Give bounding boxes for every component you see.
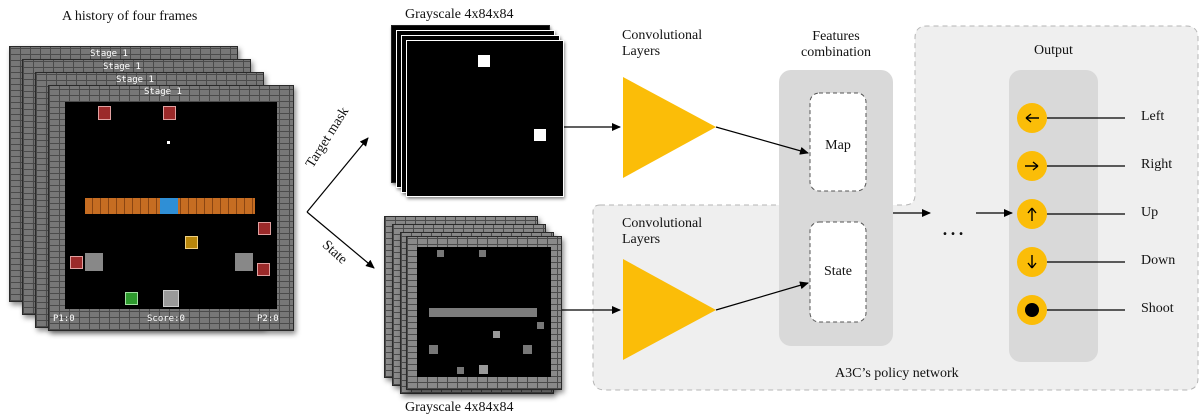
state-tile	[429, 345, 438, 354]
conv-lower-line2: Layers	[622, 232, 661, 247]
steel-block	[85, 253, 103, 271]
conv-upper-line2: Layers	[622, 44, 661, 59]
base-eagle	[163, 290, 179, 307]
frames-history-title: A history of four frames	[62, 9, 198, 24]
conv-upper-line1: Convolutional	[622, 28, 703, 43]
arrow-right-icon	[1025, 161, 1039, 171]
conv-upper-label: Convolutional Layers	[622, 28, 702, 60]
output-action-label: Up	[1141, 205, 1159, 220]
map-label: Map	[825, 138, 851, 153]
arrow-up-icon	[1027, 207, 1037, 221]
mask-title: Grayscale 4x84x84	[405, 7, 514, 22]
conv-lower-line1: Convolutional	[622, 216, 703, 231]
conv-to-state-arrow	[715, 281, 809, 311]
state-tile	[479, 250, 486, 257]
branch-upper-arrow	[306, 137, 369, 213]
output-action-label: Down	[1141, 253, 1176, 268]
score-p1: P1:0	[53, 314, 75, 324]
stage-label: Stage 1	[116, 75, 154, 85]
game-frame-1: Stage 1 P1:0 Score:0 P2:0	[48, 85, 294, 331]
target-mark	[534, 129, 546, 141]
dot-icon	[1025, 303, 1039, 317]
enemy-tank	[257, 263, 270, 276]
branch-lower-arrow	[306, 211, 375, 269]
state-tile	[537, 322, 544, 329]
conv-to-map-arrow	[715, 126, 809, 155]
output-action-label: Left	[1141, 109, 1165, 124]
mask-frame	[406, 40, 564, 197]
policy-network-label: A3C’s policy network	[835, 366, 959, 381]
steel-block	[235, 253, 253, 271]
state-label: State	[824, 264, 852, 279]
state-frame	[406, 236, 562, 390]
state-tile	[479, 365, 488, 374]
hidden-layers-ellipsis: …	[941, 215, 965, 241]
conv-lower-triangle	[623, 259, 716, 360]
game-arena	[65, 102, 277, 309]
score-p2: P2:0	[257, 314, 279, 324]
features-line2: combination	[801, 45, 871, 60]
target-mark	[478, 55, 490, 67]
player-tank	[125, 292, 138, 305]
state-frames-title: Grayscale 4x84x84	[405, 400, 514, 415]
state-tile	[437, 250, 444, 257]
bonus-tank	[185, 236, 198, 249]
map-box	[809, 92, 867, 192]
policy-network-region	[592, 25, 1199, 391]
output-title: Output	[1034, 43, 1073, 58]
water-tile	[160, 198, 178, 214]
state-box	[809, 221, 867, 323]
output-action-label: Shoot	[1141, 301, 1174, 316]
enemy-tank	[258, 222, 271, 235]
enemy-tank	[98, 106, 111, 120]
stage-label: Stage 1	[103, 62, 141, 72]
enemy-tank	[163, 106, 176, 120]
features-label: Features combination	[786, 29, 886, 61]
conv-upper-triangle	[623, 77, 716, 178]
output-panel	[1009, 70, 1098, 362]
features-line1: Features	[812, 29, 860, 44]
state-tile	[493, 331, 500, 338]
enemy-tank	[70, 256, 83, 269]
state-arena	[417, 247, 551, 377]
arrow-down-icon	[1027, 255, 1037, 269]
conv-lower-label: Convolutional Layers	[622, 216, 702, 248]
stage-label: Stage 1	[90, 49, 128, 59]
state-tile	[457, 367, 464, 374]
stage-label: Stage 1	[144, 87, 182, 97]
output-action-label: Right	[1141, 157, 1173, 172]
state-wall	[429, 308, 537, 317]
state-tile	[523, 345, 532, 354]
arrow-left-icon	[1025, 113, 1039, 123]
bullet	[167, 141, 170, 144]
score-total: Score:0	[147, 314, 185, 324]
